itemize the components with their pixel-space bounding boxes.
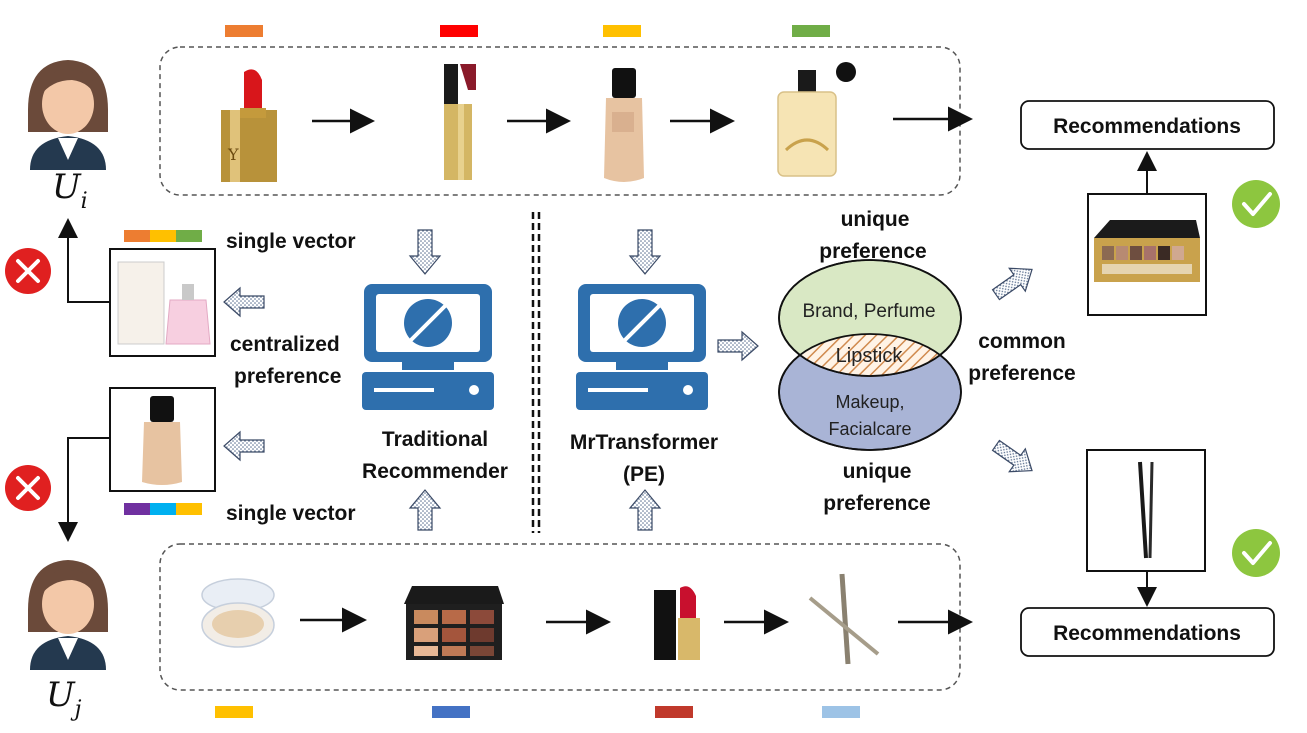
recommended-eyeliner-box [1086, 449, 1206, 572]
venn-top-unique-line2: preference [819, 240, 926, 263]
lipstick-icon: Y [221, 69, 277, 182]
block-arrow-left-top [223, 286, 265, 318]
block-arrow-down-right [991, 439, 1033, 473]
centralized-line1: centralized [230, 333, 340, 356]
top-color-bar-4 [792, 25, 830, 37]
top-sequence: Y [159, 25, 973, 196]
top-color-bar-3 [603, 25, 641, 37]
venn-diagram [778, 259, 962, 451]
block-arrow-down-traditional [408, 229, 442, 275]
bottom-color-bar-1 [215, 706, 253, 718]
cross-icon-bottom [5, 465, 51, 511]
recommended-palette-box [1087, 193, 1207, 316]
common-preference-line2: preference [968, 362, 1075, 385]
top-color-bars [225, 25, 830, 37]
user-j-label: Uj [46, 675, 82, 722]
venn-bottom-set-line2: Facialcare [828, 419, 911, 439]
mrtransformer-icon [576, 284, 708, 410]
user-i-label: Ui [52, 167, 88, 214]
eyeliner-pencil-icon [808, 573, 880, 665]
venn-bottom-unique-line1: unique [843, 460, 912, 483]
venn-bottom-unique-line2: preference [823, 492, 930, 515]
bottom-sequence-box [159, 543, 961, 691]
single-vector-top-label: single vector [226, 230, 356, 253]
recommendations-top-label: Recommendations [1053, 115, 1241, 138]
lipstick-black-icon [654, 586, 700, 660]
top-color-bar-1 [225, 25, 263, 37]
connector-top [58, 218, 110, 303]
block-arrow-up-mrtransformer [628, 489, 662, 531]
recommendations-top: Recommendations [1020, 100, 1275, 150]
recommendations-bottom-label: Recommendations [1053, 622, 1241, 645]
block-arrow-down-mrtransformer [628, 229, 662, 275]
check-icon-bottom [1232, 529, 1280, 577]
mrtransformer-line2: (PE) [623, 463, 665, 486]
venn-overlap [779, 334, 961, 376]
bottom-sequence [159, 543, 973, 718]
bottom-color-bar-2 [432, 706, 470, 718]
traditional-line2: Recommender [362, 460, 508, 483]
bottom-single-vector-bar [124, 503, 202, 515]
eyeshadow-palette-icon [404, 586, 504, 660]
bottom-color-bars [215, 706, 860, 718]
foundation-product [109, 387, 216, 492]
mrtransformer-line1: MrTransformer [570, 431, 718, 454]
cross-icon-top [5, 248, 51, 294]
bottom-color-bar-3 [655, 706, 693, 718]
cushion-compact-icon [201, 578, 275, 648]
venn-top-set-label: Brand, Perfume [802, 301, 935, 322]
centralized-line2: preference [234, 365, 341, 388]
user-i-avatar [28, 60, 108, 170]
check-icon-top [1232, 180, 1280, 228]
venn-bottom-set-line1: Makeup, [835, 392, 904, 412]
venn-top-unique-line1: unique [841, 208, 910, 231]
venn-overlap-label: Lipstick [836, 345, 904, 367]
center-divider [531, 212, 541, 533]
svg-text:Y: Y [227, 145, 239, 164]
foundation-icon [604, 68, 644, 182]
traditional-recommender-icon [362, 284, 494, 410]
common-preference-line1: common [978, 330, 1066, 353]
single-vector-bottom-label: single vector [226, 502, 356, 525]
recommendations-bottom: Recommendations [1020, 607, 1275, 657]
block-arrow-right-to-venn [717, 330, 759, 362]
traditional-line1: Traditional [382, 428, 488, 451]
slim-lipstick-icon [444, 64, 476, 180]
connector-bottom [58, 437, 110, 542]
bottom-color-bar-4 [822, 706, 860, 718]
top-single-vector-bar [124, 230, 202, 242]
top-sequence-box [159, 46, 961, 196]
user-j-avatar [28, 560, 108, 670]
top-color-bar-2 [440, 25, 478, 37]
block-arrow-up-traditional [408, 489, 442, 531]
block-arrow-up-right [991, 267, 1033, 301]
miss-dior-product [109, 248, 216, 357]
perfume-icon [777, 62, 856, 177]
block-arrow-left-bottom [223, 430, 265, 462]
